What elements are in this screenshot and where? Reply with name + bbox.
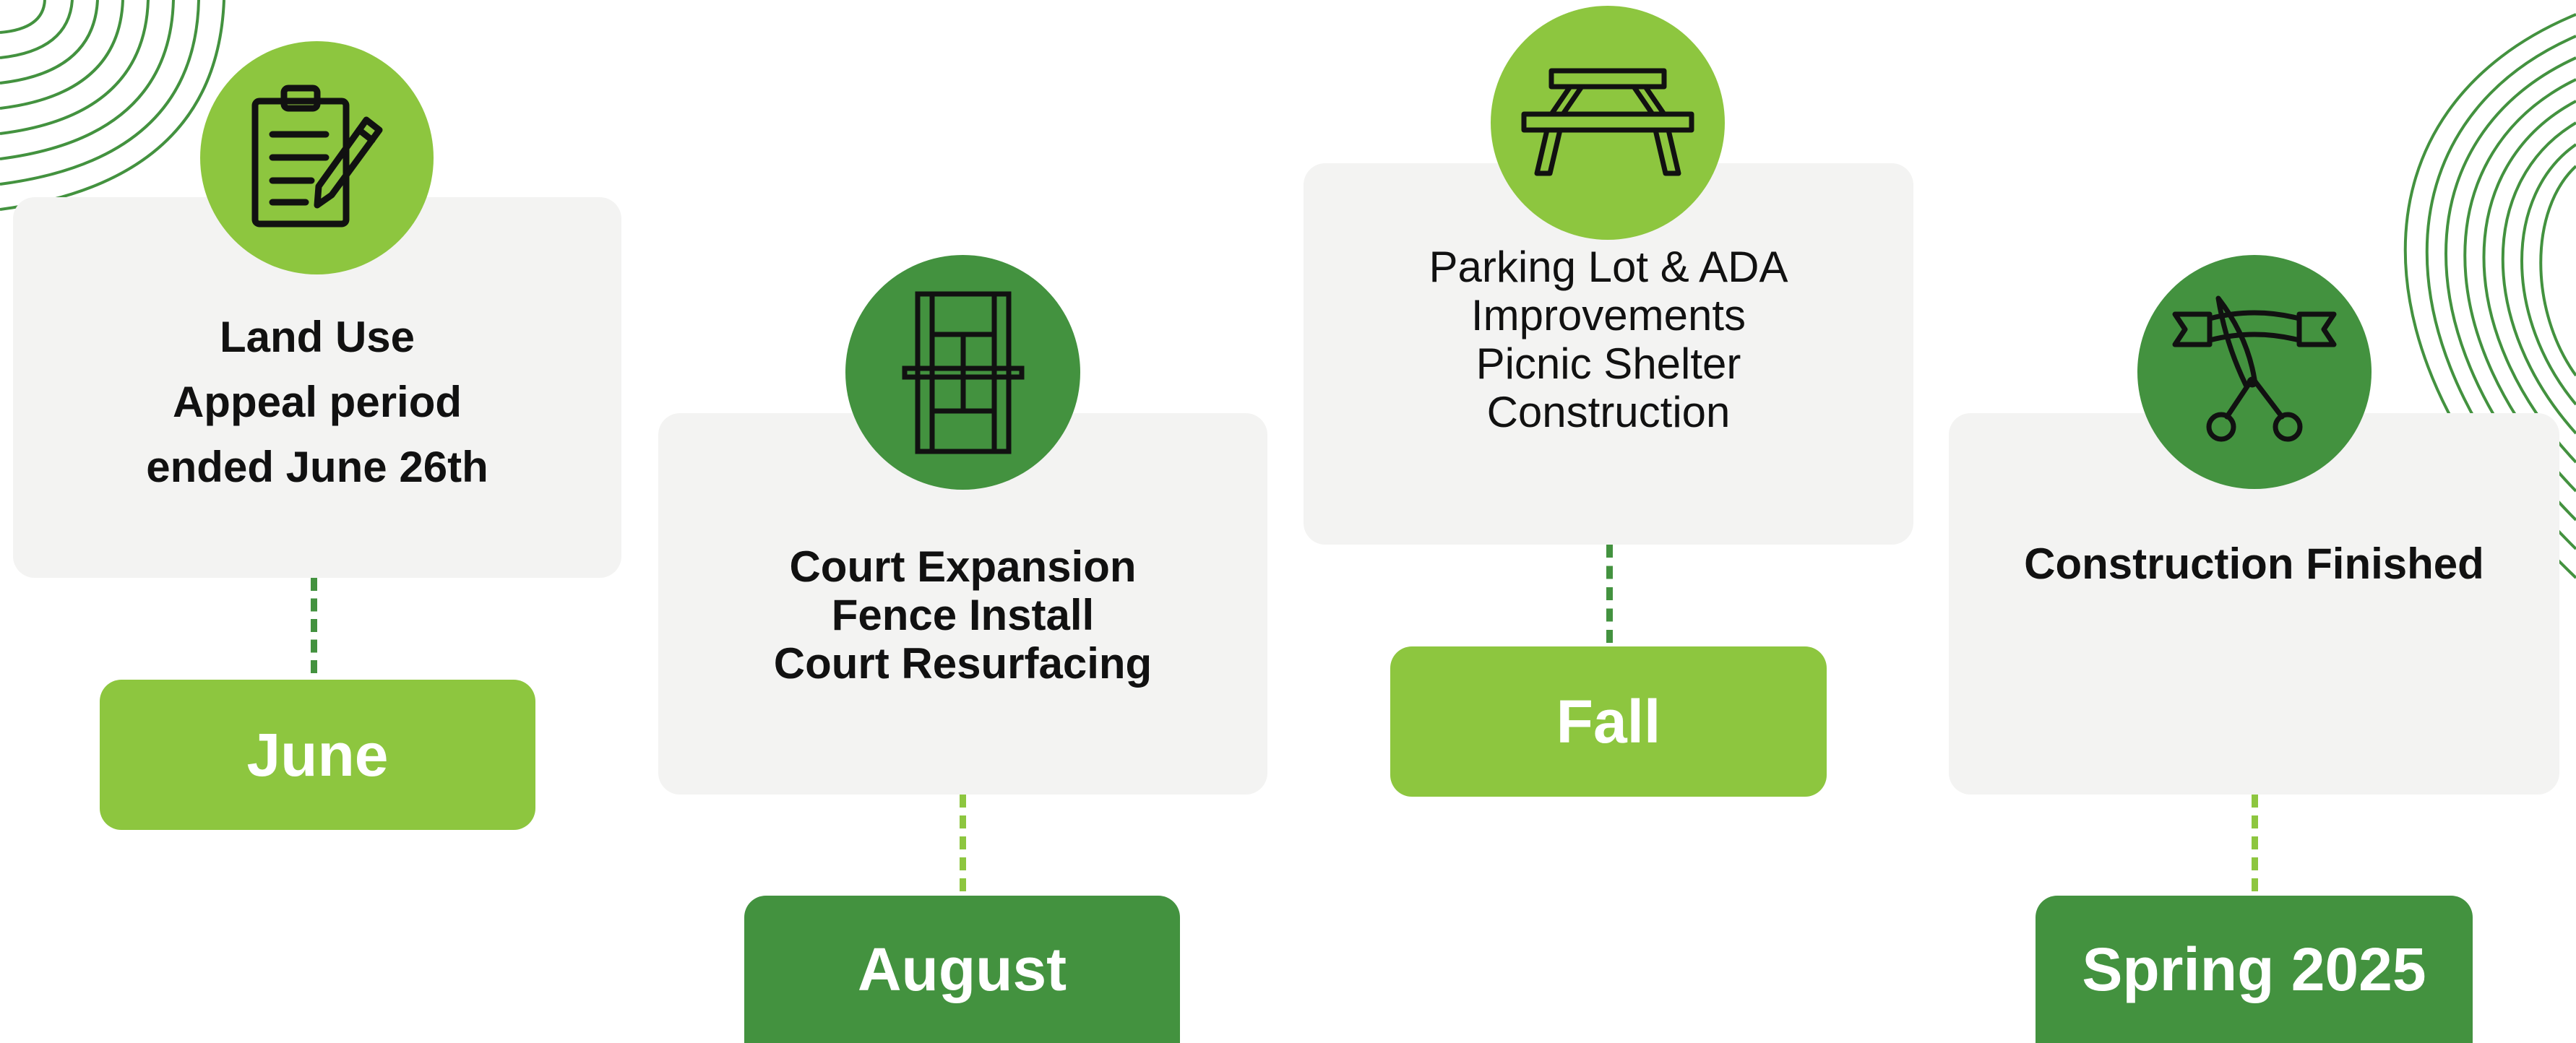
timeline-card-june: Land Use Appeal period ended June 26th (13, 197, 621, 578)
card-description: Land Use Appeal period ended June 26th (146, 312, 488, 491)
date-pill-august: August (744, 896, 1180, 1043)
tennis-court-icon (902, 291, 1024, 454)
date-pill-june: June (100, 680, 535, 830)
icon-circle-august (845, 255, 1080, 490)
date-pill-fall: Fall (1390, 646, 1827, 797)
clipboard-pencil-icon (251, 85, 382, 227)
connector-august (960, 795, 966, 891)
card-description: Parking Lot & ADA Improvements Picnic Sh… (1429, 243, 1788, 436)
picnic-table-icon (1521, 68, 1694, 176)
icon-circle-fall (1491, 6, 1725, 240)
card-description: Court Expansion Fence Install Court Resu… (773, 542, 1153, 688)
icon-circle-spring-2025 (2137, 255, 2372, 489)
date-label: June (246, 720, 389, 789)
card-description: Construction Finished (2024, 540, 2484, 588)
connector-fall (1606, 545, 1613, 643)
connector-spring-2025 (2252, 795, 2258, 891)
date-label: Fall (1556, 687, 1661, 756)
date-label: August (857, 935, 1067, 1003)
date-label: Spring 2025 (2082, 935, 2426, 1003)
date-pill-spring-2025: Spring 2025 (2036, 896, 2473, 1043)
connector-june (311, 578, 317, 673)
ribbon-cutting-scissors-icon (2172, 295, 2337, 442)
icon-circle-june (200, 41, 434, 274)
